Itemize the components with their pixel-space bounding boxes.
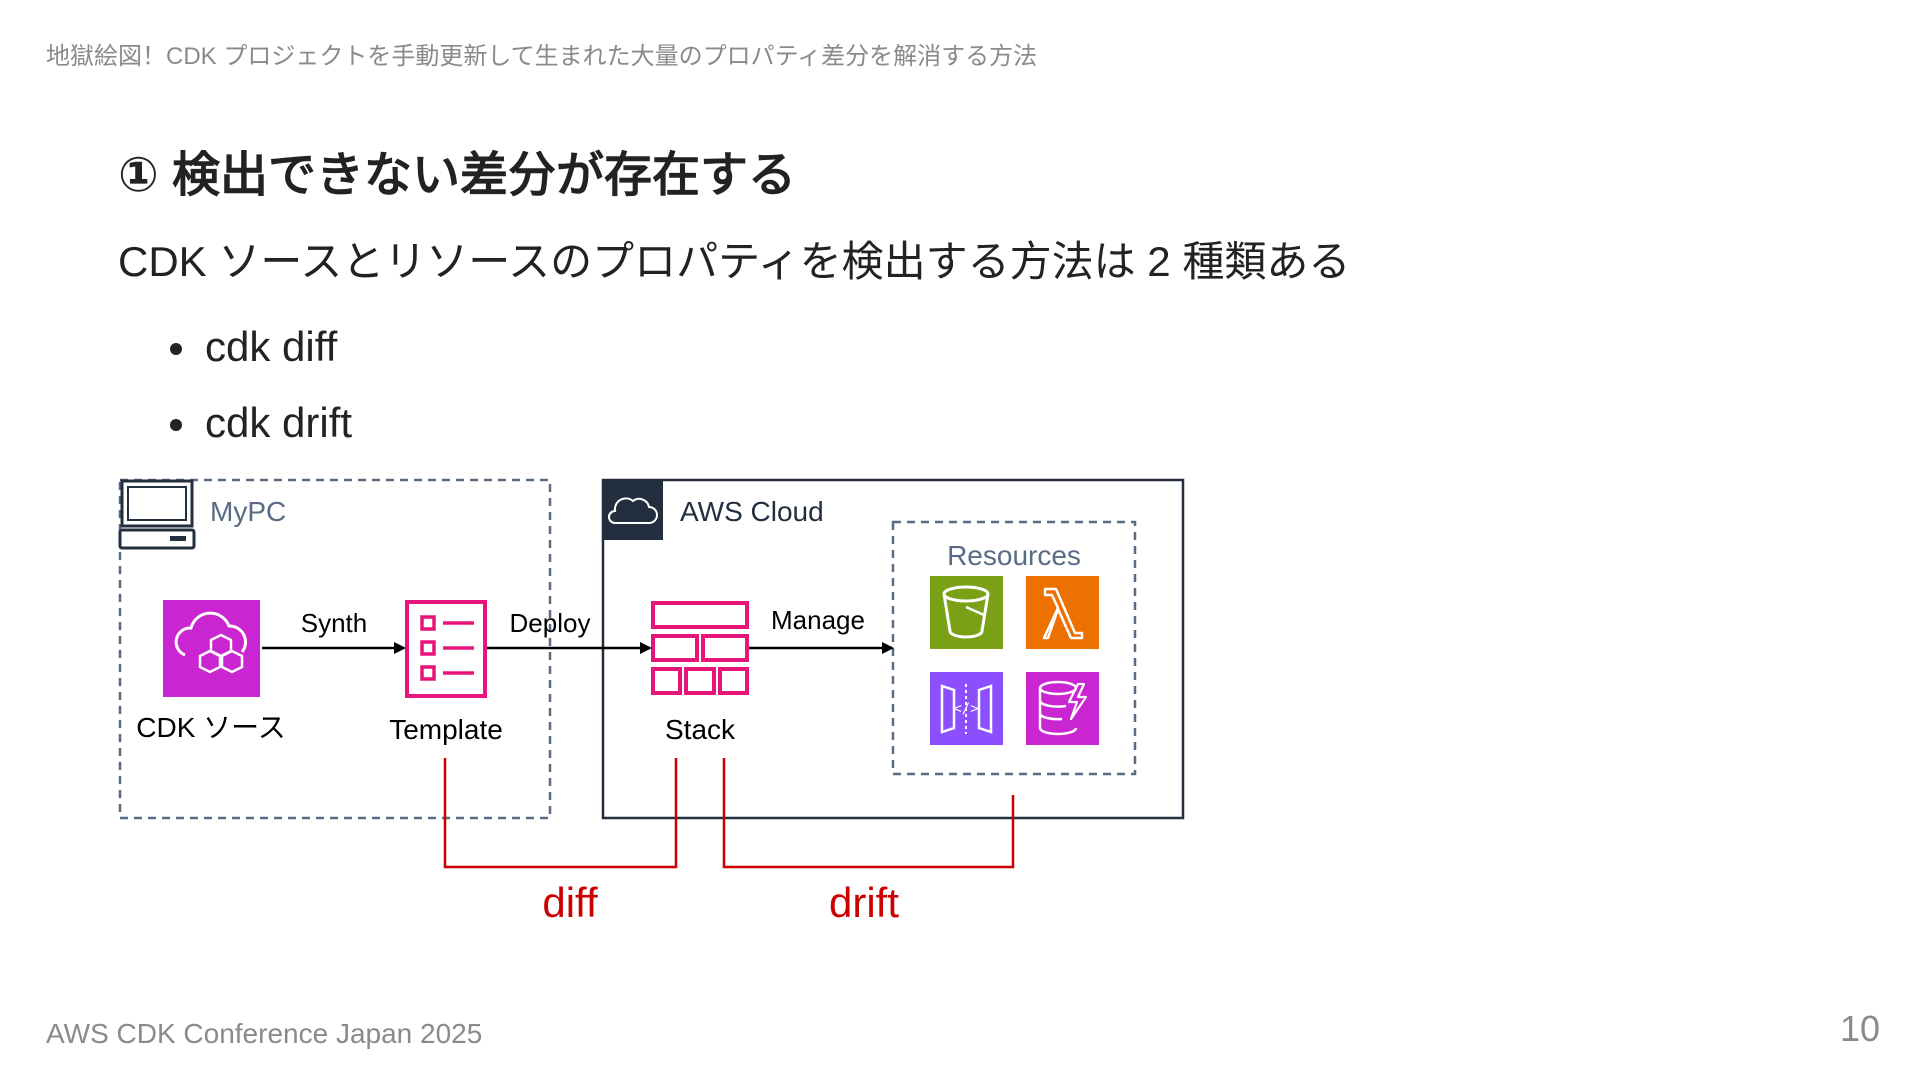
header-title: 地獄絵図！CDK プロジェクトを手動更新して生まれた大量のプロパティ差分を解消す… bbox=[46, 43, 1038, 70]
template-label: Template bbox=[389, 714, 503, 745]
bullet-item-cdk-drift: cdk drift bbox=[165, 398, 352, 474]
mypc-group: MyPC bbox=[118, 478, 552, 820]
diff-label: diff bbox=[542, 879, 598, 926]
stack-label: Stack bbox=[665, 714, 736, 745]
s3-bucket-icon bbox=[930, 576, 1003, 649]
mypc-label: MyPC bbox=[210, 496, 286, 527]
bullet-list: cdk diff cdk drift bbox=[165, 322, 352, 474]
computer-icon bbox=[118, 479, 196, 550]
bullet-text: cdk diff bbox=[205, 323, 338, 370]
drift-bracket bbox=[722, 758, 1015, 869]
stack-icon bbox=[651, 601, 749, 695]
dynamodb-icon bbox=[1026, 672, 1099, 745]
footer-text: AWS CDK Conference Japan 2025 bbox=[46, 1018, 483, 1049]
bullet-dot bbox=[170, 343, 182, 355]
synth-label: Synth bbox=[301, 608, 368, 638]
lead-text: CDK ソースとリソースのプロパティを検出する方法は 2 種類ある bbox=[118, 238, 1351, 285]
resources-group: Resources bbox=[891, 520, 1137, 776]
svg-text:</>: </> bbox=[953, 701, 978, 717]
api-gateway-icon: </> bbox=[930, 672, 1003, 745]
lambda-icon bbox=[1026, 576, 1099, 649]
bullet-text: cdk drift bbox=[205, 399, 353, 446]
aws-cloud-group: AWS Cloud bbox=[601, 478, 1185, 820]
deploy-label: Deploy bbox=[510, 608, 591, 638]
drift-label: drift bbox=[829, 879, 899, 926]
page-number: 10 bbox=[1839, 1008, 1880, 1049]
bullet-dot bbox=[170, 419, 182, 431]
template-icon bbox=[405, 600, 487, 698]
slide-heading: ① 検出できない差分が存在する bbox=[118, 149, 796, 202]
cdk-source-label: CDK ソース bbox=[136, 712, 286, 743]
resources-label: Resources bbox=[947, 540, 1081, 571]
cloud-icon bbox=[608, 497, 658, 524]
manage-label: Manage bbox=[771, 605, 865, 635]
diff-bracket bbox=[443, 758, 678, 869]
cdk-icon bbox=[163, 600, 260, 697]
bullet-item-cdk-diff: cdk diff bbox=[165, 322, 352, 398]
aws-cloud-label: AWS Cloud bbox=[680, 496, 824, 527]
